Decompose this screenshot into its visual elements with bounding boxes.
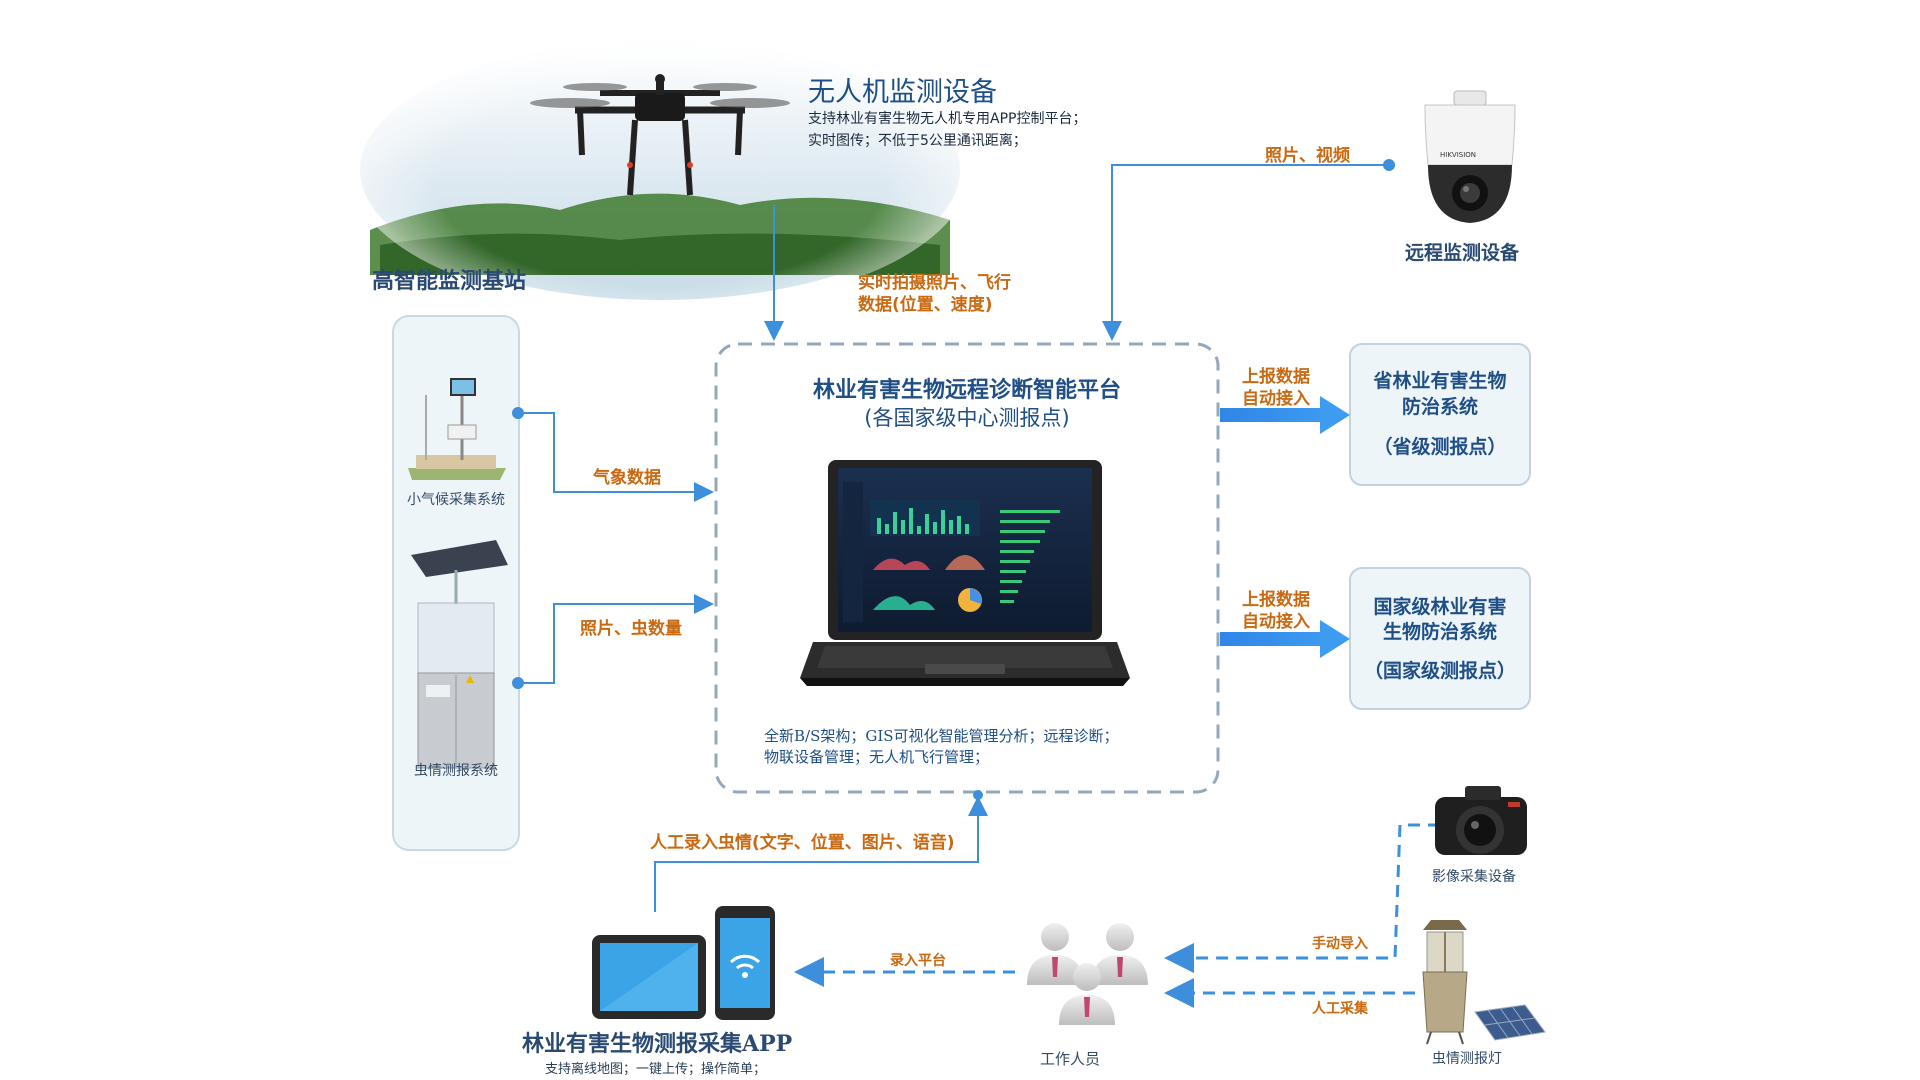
insect-lamp-icon (1422, 920, 1468, 1045)
drone-desc-line2: 实时图传；不低于5公里通讯距离； (808, 133, 1027, 149)
label-report-auto-1b: 自动接入 (1242, 389, 1310, 409)
label-report-auto-1a: 上报数据 (1242, 367, 1310, 387)
label-manual-collect: 人工采集 (1312, 1001, 1368, 1017)
national-line2: 生物防治系统 (1382, 621, 1497, 643)
label-photo-video: 照片、视频 (1265, 146, 1350, 166)
base-station-title: 高智能监测基站 (372, 268, 527, 294)
national-line1: 国家级林业有害 (1373, 596, 1507, 618)
province-system-box (1349, 343, 1531, 486)
label-manual-import: 手动导入 (1312, 936, 1368, 952)
app-desc: 支持离线地图；一键上传；操作简单； (545, 1062, 767, 1077)
platform-features-line2: 物联设备管理；无人机飞行管理； (764, 748, 990, 766)
staff-label: 工作人员 (1040, 1050, 1101, 1068)
platform-subtitle: (各国家级中心测报点) (864, 406, 1070, 430)
solar-panel-icon (1474, 1004, 1546, 1041)
platform-title: 林业有害生物远程诊断智能平台 (812, 378, 1121, 403)
national-line3: （国家级测报点） (1363, 660, 1516, 682)
lamp-label: 虫情测报灯 (1432, 1051, 1502, 1067)
national-system-box (1349, 567, 1531, 710)
platform-dashed-box (714, 342, 1220, 794)
dslr-camera-icon (1435, 786, 1527, 855)
weather-station-icon (408, 378, 506, 480)
label-realtime-line2: 数据(位置、速度) (858, 295, 993, 315)
app-title: 林业有害生物测报采集APP (522, 1031, 793, 1057)
province-line3: （省级测报点） (1373, 436, 1507, 458)
label-weather-data: 气象数据 (593, 468, 661, 488)
report-arrow-province (1220, 396, 1350, 434)
remote-device-title: 远程监测设备 (1405, 242, 1520, 264)
micro-weather-caption: 小气候采集系统 (407, 492, 505, 508)
platform-features-line1: 全新B/S架构；GIS可视化智能管理分析；远程诊断； (764, 727, 1119, 745)
drone-desc-line1: 支持林业有害生物无人机专用APP控制平台； (808, 111, 1087, 127)
camera-brand-logo: HIKVISION (1440, 151, 1477, 159)
connectors (512, 159, 1395, 912)
ptz-camera-icon (1424, 90, 1516, 223)
insect-station-icon (411, 540, 508, 769)
phone-icon (715, 906, 775, 1020)
label-manual-entry: 人工录入虫情(文字、位置、图片、语音) (650, 833, 955, 853)
drone-icon (530, 74, 790, 196)
label-realtime-line1: 实时拍摄照片、飞行 (858, 273, 1011, 293)
dashed-connectors (794, 823, 1440, 1008)
province-line2: 防治系统 (1401, 396, 1478, 418)
label-report-auto-2a: 上报数据 (1242, 590, 1310, 610)
label-enter-platform: 录入平台 (890, 953, 946, 969)
drone-landscape-image (350, 30, 970, 310)
drone-title: 无人机监测设备 (808, 77, 997, 108)
tablet-icon (592, 935, 706, 1019)
label-report-auto-2b: 自动接入 (1242, 612, 1310, 632)
laptop-icon (800, 460, 1130, 686)
label-photo-count: 照片、虫数量 (580, 619, 682, 639)
staff-people-icon (1027, 923, 1148, 1025)
province-line1: 省林业有害生物 (1373, 370, 1507, 392)
camera-label: 影像采集设备 (1432, 869, 1516, 885)
report-arrow-national (1220, 620, 1350, 658)
insect-report-caption: 虫情测报系统 (414, 763, 498, 779)
